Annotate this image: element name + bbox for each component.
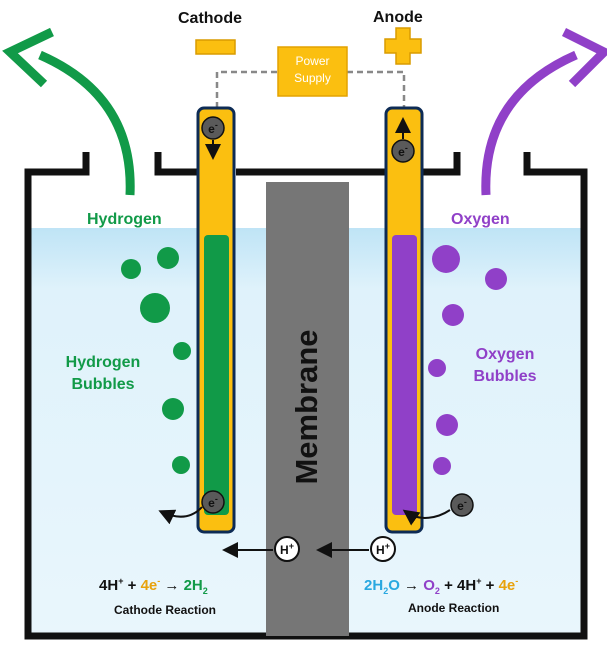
hydrogen-bubbles-label: Hydrogen Bubbles (60, 352, 146, 396)
hydrogen-bubble (140, 293, 170, 323)
oxygen-bubble (436, 414, 458, 436)
anode-reaction-equation: 2H2O → O2 + 4H+ + 4e- (364, 576, 519, 596)
lid-left (154, 152, 198, 176)
power-supply (277, 46, 348, 97)
oxygen-bubbles-label: Oxygen Bubbles (462, 344, 548, 388)
proton-symbol-left: H+ (280, 541, 294, 557)
proton-circle-left (274, 536, 300, 562)
oxygen-bubbles-line1: Oxygen (475, 346, 535, 363)
hydrogen-bubble (173, 342, 191, 360)
proton-circle-right (370, 536, 396, 562)
oxygen-bubble (428, 359, 446, 377)
power-supply-line1: Power (295, 54, 330, 68)
power-supply-line2: Supply (294, 71, 331, 85)
electron-cathode-arrow (158, 506, 203, 525)
oxygen-bubbles-line2: Bubbles (473, 368, 537, 385)
electron-symbol: e- (208, 494, 218, 510)
oxygen-bubbles (428, 245, 507, 475)
electron-symbol: e- (208, 120, 218, 136)
cathode-active-area (204, 235, 229, 515)
electron-circles (201, 116, 474, 517)
hydrogen-arrow-shaft (38, 50, 135, 196)
cathode-reaction-equation: 4H+ + 4e- → 2H2 (99, 576, 208, 596)
hydrogen-bubble (157, 247, 179, 269)
hydrogen-bubble (172, 456, 190, 474)
power-supply-label: Power Supply (278, 53, 347, 87)
anode-label: Anode (373, 9, 423, 26)
cathode-label: Cathode (178, 10, 242, 27)
electron-circle (450, 493, 474, 517)
hydrogen-bubble (162, 398, 184, 420)
hydrogen-bubbles (121, 247, 191, 474)
electron-circle (201, 490, 225, 514)
hydrogen-arrow-head (2, 27, 54, 88)
electron-symbol: e- (398, 143, 408, 159)
hydrogen-label: Hydrogen (87, 211, 162, 228)
hydrogen-bubbles-line1: Hydrogen (65, 354, 141, 371)
electron-symbol: e- (457, 497, 467, 513)
membrane-label: Membrane (289, 329, 324, 485)
oxygen-label: Oxygen (451, 211, 510, 228)
oxygen-bubble (485, 268, 507, 290)
lid-right (421, 152, 461, 176)
cathode-reaction-name: Cathode Reaction (114, 603, 217, 617)
electron-circle (391, 139, 415, 163)
hydrogen-bubble (121, 259, 141, 279)
electron-anode-arrow (402, 509, 451, 526)
wire-anode (347, 70, 406, 108)
oxygen-bubble (432, 245, 460, 273)
anode-active-area (392, 235, 417, 515)
wire-cathode (215, 70, 278, 108)
minus-sign-icon (195, 39, 236, 55)
anode-reaction-name: Anode Reaction (408, 601, 500, 615)
membrane (266, 182, 349, 636)
proton-symbol-right: H+ (376, 541, 390, 557)
oxygen-bubble (442, 304, 464, 326)
electron-circle (201, 116, 225, 140)
oxygen-arrow-shaft (481, 50, 578, 196)
oxygen-arrow-head (561, 27, 607, 88)
plus-sign-icon (384, 27, 422, 65)
oxygen-bubble (433, 457, 451, 475)
hydrogen-bubbles-line2: Bubbles (71, 376, 135, 393)
